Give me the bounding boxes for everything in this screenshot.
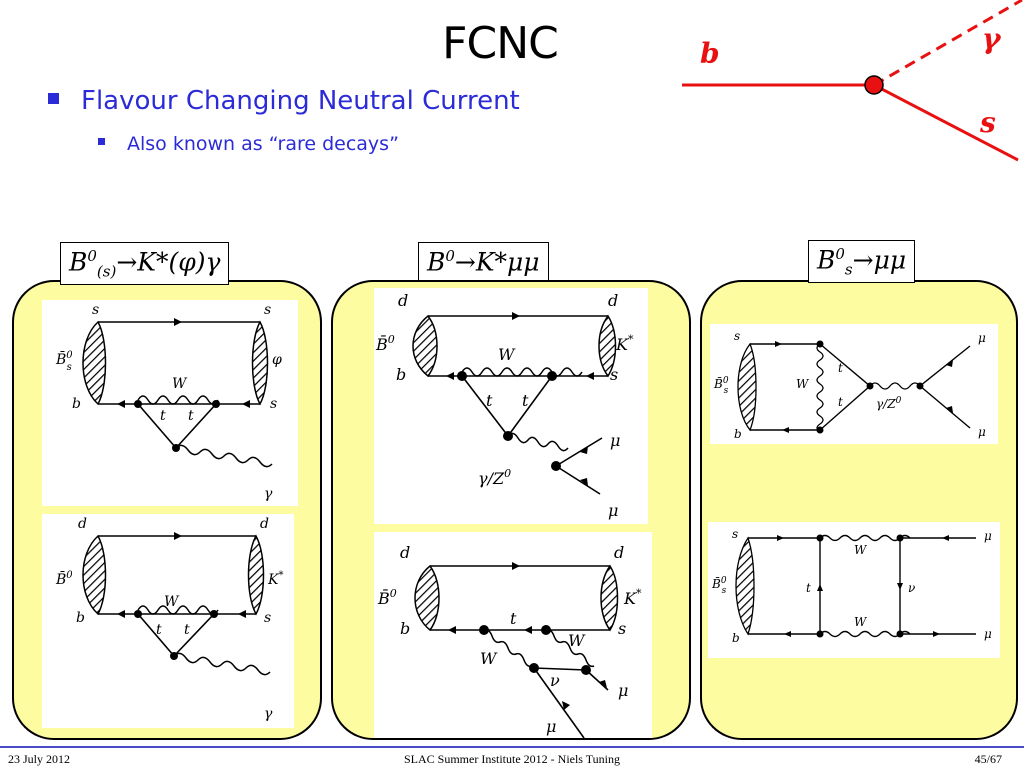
svg-text:d: d — [78, 516, 87, 532]
footer-page-number: 45/67 — [974, 752, 1002, 766]
footer-date: 23 July 2012 — [8, 752, 71, 766]
svg-text:γ: γ — [264, 706, 273, 722]
svg-text:s: s — [732, 527, 738, 541]
s-label: s — [979, 106, 996, 139]
svg-text:d: d — [614, 543, 624, 562]
svg-text:W: W — [854, 615, 868, 629]
svg-text:ν: ν — [550, 671, 560, 690]
svg-text:s: s — [610, 365, 618, 384]
svg-text:t: t — [510, 609, 517, 628]
svg-text:W: W — [480, 649, 498, 668]
svg-text:s: s — [618, 619, 626, 638]
svg-text:B̄0s: B̄0s — [713, 376, 729, 396]
svg-text:s: s — [92, 302, 99, 318]
bullet-square-icon — [48, 93, 59, 104]
footer-title: SLAC Summer Institute 2012 - Niels Tunin… — [403, 752, 621, 766]
svg-text:W: W — [796, 377, 810, 391]
svg-text:t: t — [156, 622, 162, 638]
svg-text:K*: K* — [623, 587, 642, 608]
svg-text:s: s — [734, 329, 740, 343]
svg-text:B̄0: B̄0 — [55, 570, 73, 588]
process-label-right: B0s→μμ — [808, 240, 916, 284]
svg-text:b: b — [734, 427, 742, 441]
process-label-left: B0(s)→K*(φ)γ — [60, 242, 230, 286]
svg-text:μ: μ — [978, 331, 986, 345]
vertex-dot — [864, 75, 884, 95]
svg-text:b: b — [72, 396, 81, 412]
svg-text:t: t — [486, 391, 493, 410]
svg-text:W: W — [164, 594, 180, 610]
svg-text:d: d — [608, 291, 618, 310]
b-label: b — [700, 37, 720, 70]
bullet-square-icon — [98, 138, 105, 145]
svg-text:φ: φ — [272, 352, 282, 368]
svg-text:B̄0: B̄0 — [375, 333, 395, 354]
svg-text:B̄0s: B̄0s — [55, 350, 73, 373]
svg-text:K*: K* — [615, 333, 634, 354]
svg-text:γ: γ — [264, 486, 273, 502]
footer-divider — [0, 746, 1024, 748]
svg-text:t: t — [160, 408, 166, 424]
svg-text:B̄0: B̄0 — [377, 587, 397, 608]
svg-text:γ/Z0: γ/Z0 — [478, 467, 511, 488]
svg-text:μ: μ — [618, 681, 628, 700]
svg-text:b: b — [76, 610, 85, 626]
svg-text:t: t — [838, 395, 843, 409]
svg-text:μ: μ — [978, 425, 986, 439]
svg-text:W: W — [172, 376, 188, 392]
svg-text:μ: μ — [610, 431, 620, 450]
svg-text:W: W — [568, 631, 586, 650]
svg-text:γ/Z0: γ/Z0 — [876, 396, 902, 411]
page-title: FCNC — [442, 18, 559, 69]
svg-text:μ: μ — [984, 529, 992, 543]
svg-text:t: t — [184, 622, 190, 638]
svg-text:b: b — [732, 631, 740, 645]
svg-text:b: b — [400, 619, 410, 638]
bullet-sub-text: Also known as “rare decays” — [127, 133, 399, 155]
diagram-kstar-mumu-box: d d B̄0 K* b s t W W ν μ μ — [374, 532, 652, 739]
svg-text:μ: μ — [984, 627, 992, 641]
svg-text:s: s — [264, 610, 271, 626]
s-quark-line — [873, 83, 1019, 162]
svg-text:s: s — [270, 396, 277, 412]
bullet-main-text: Flavour Changing Neutral Current — [81, 86, 520, 116]
bullet-sub: Also known as “rare decays” — [98, 133, 399, 155]
process-label-middle: B0→K*μμ — [418, 242, 549, 282]
svg-text:t: t — [838, 361, 843, 375]
svg-text:d: d — [260, 516, 269, 532]
svg-text:t: t — [806, 581, 811, 595]
diagram-kstar-mumu-penguin: d d B̄0 K* b s W t t γ/Z0 μ μ — [374, 288, 648, 524]
svg-text:W: W — [498, 345, 516, 364]
photon-line — [873, 0, 1023, 87]
svg-text:μ: μ — [608, 501, 618, 520]
svg-text:μ: μ — [546, 717, 556, 736]
svg-text:t: t — [188, 408, 194, 424]
bullet-main: Flavour Changing Neutral Current — [48, 86, 520, 116]
svg-text:t: t — [522, 391, 529, 410]
svg-text:K*: K* — [267, 570, 283, 588]
svg-text:W: W — [854, 543, 868, 557]
svg-text:ν: ν — [908, 581, 915, 595]
gamma-label: γ — [982, 22, 1002, 55]
fcnc-vertex-diagram: b s γ — [682, 0, 1023, 162]
diagram-kstar-gamma: d d B̄0 K* b s W t t γ — [42, 514, 294, 728]
svg-text:d: d — [400, 543, 410, 562]
svg-text:b: b — [396, 365, 406, 384]
svg-text:s: s — [264, 302, 271, 318]
svg-text:B̄0s: B̄0s — [711, 576, 727, 596]
svg-text:d: d — [398, 291, 408, 310]
